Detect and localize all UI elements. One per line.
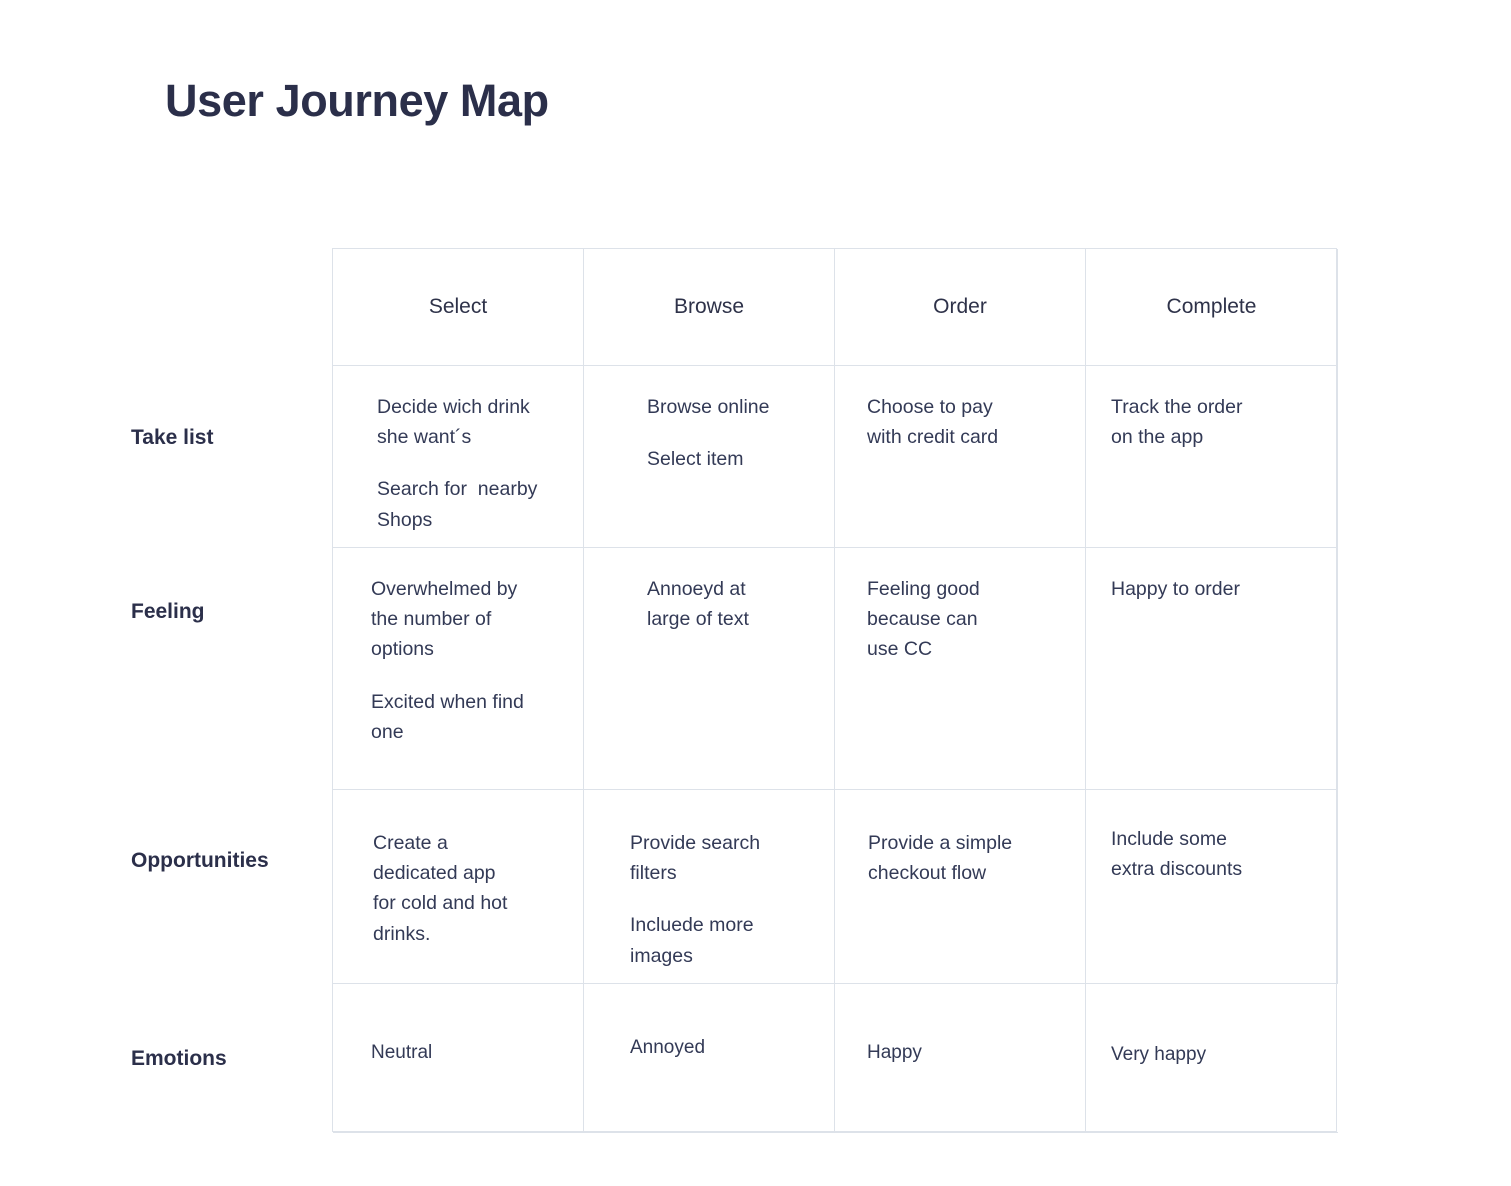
cell-text-block: Happy to order [1111, 578, 1240, 600]
stage-header-order: Order [835, 249, 1086, 366]
cell-emotions-select: Neutral [333, 984, 584, 1133]
cell-emotions-order: Happy [835, 984, 1086, 1133]
cell-text-block: Provide a simple checkout flow [868, 832, 1013, 885]
cell-opportunities-select: Create a dedicated app for cold and hot … [333, 790, 584, 984]
cell-text-block: Excited when find one [371, 690, 524, 743]
cell-text-block: Provide search filters [630, 832, 761, 885]
cell-text-block: Track the order on the app [1111, 396, 1243, 449]
cell-text-block: Create a dedicated app for cold and hot … [373, 832, 508, 945]
row-label-take-list: Take list [131, 426, 214, 449]
journey-map-table: Select Browse Order Complete Decide wich… [332, 248, 1338, 1133]
stage-header-browse: Browse [584, 249, 835, 366]
cell-text-block: Search for nearby Shops [377, 478, 538, 531]
cell-text-block: Annoyed [630, 1037, 706, 1058]
row-label-emotions: Emotions [131, 1047, 227, 1070]
cell-opportunities-complete: Include some extra discounts [1086, 790, 1338, 984]
page-title: User Journey Map [165, 75, 549, 127]
row-label-opportunities: Opportunities [131, 849, 269, 872]
cell-feeling-order: Feeling good because can use CC [835, 548, 1086, 790]
cell-emotions-complete: Very happy [1086, 984, 1338, 1133]
cell-text-block: Browse online [647, 396, 770, 418]
cell-opportunities-order: Provide a simple checkout flow [835, 790, 1086, 984]
stage-header-select: Select [333, 249, 584, 366]
cell-text-block: Annoeyd at large of text [647, 578, 749, 631]
cell-feeling-complete: Happy to order [1086, 548, 1338, 790]
cell-text-block: Decide wich drink she want´s [377, 396, 530, 449]
cell-text-block: Incluede more images [630, 914, 754, 967]
cell-text-block: Select item [647, 448, 744, 471]
cell-take-list-complete: Track the order on the app [1086, 366, 1338, 548]
row-label-feeling: Feeling [131, 600, 205, 623]
cell-text-block: Choose to pay with credit card [867, 396, 999, 449]
cell-text-block: Happy [867, 1042, 922, 1063]
cell-text-block: Overwhelmed by the number of options [371, 578, 518, 661]
cell-text-block: Neutral [371, 1042, 433, 1063]
cell-emotions-browse: Annoyed [584, 984, 835, 1133]
cell-take-list-order: Choose to pay with credit card [835, 366, 1086, 548]
cell-feeling-browse: Annoeyd at large of text [584, 548, 835, 790]
cell-text-block: Include some extra discounts [1111, 828, 1243, 881]
cell-text-block: Feeling good because can use CC [867, 578, 980, 661]
stage-header-complete: Complete [1086, 249, 1338, 366]
cell-text-block: Very happy [1111, 1044, 1207, 1065]
